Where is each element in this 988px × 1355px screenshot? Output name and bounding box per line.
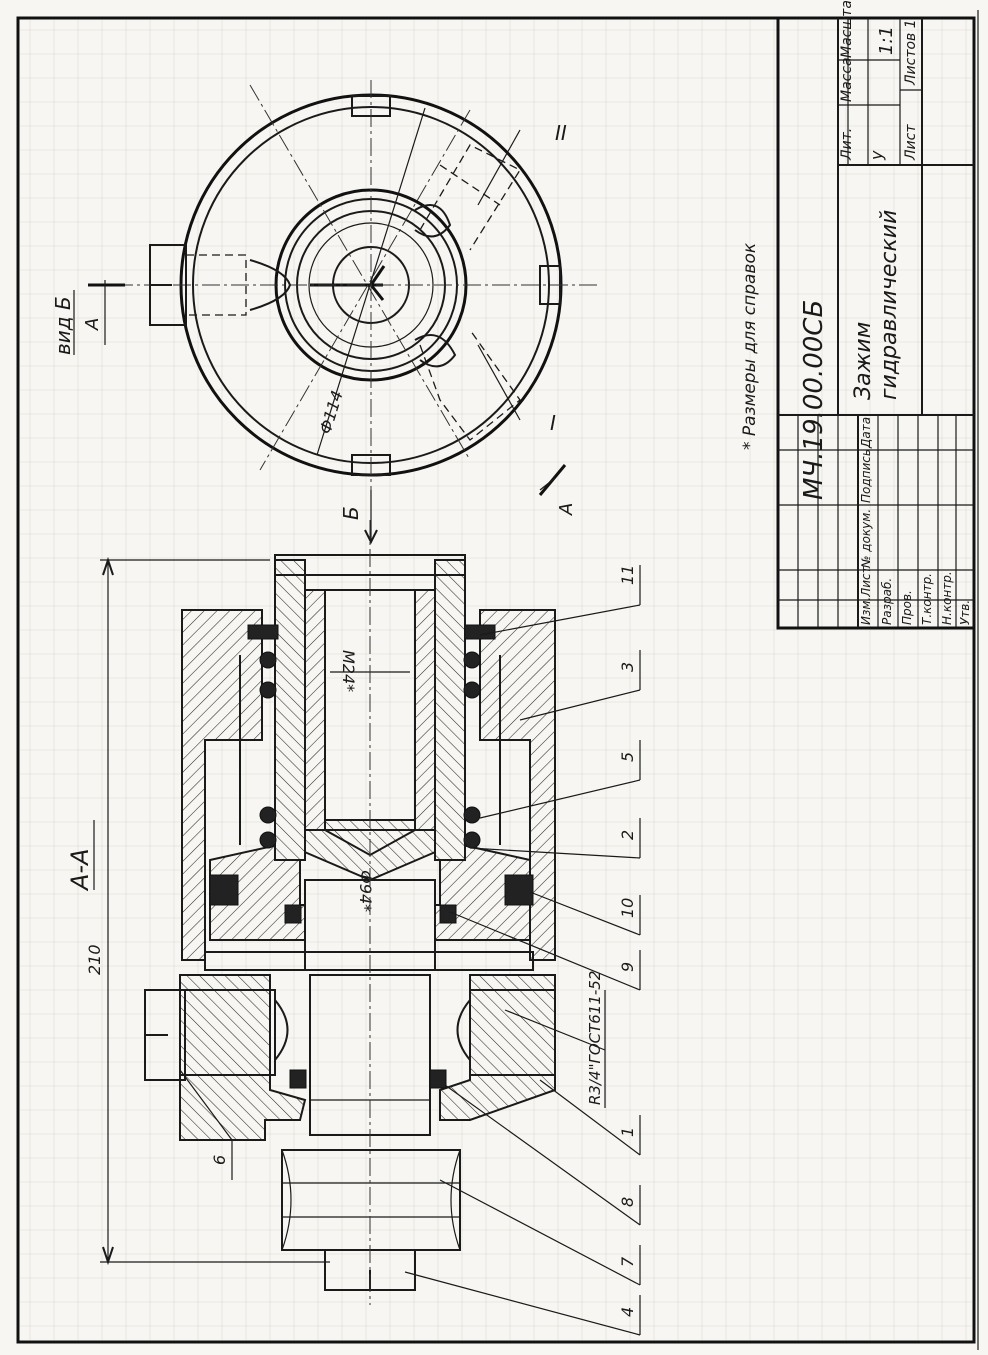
callout-11: 11 <box>618 565 637 585</box>
callout-1: 1 <box>618 1127 637 1137</box>
section-a-a: М24* Ф94* <box>144 520 556 1305</box>
callout-10: 10 <box>618 898 637 918</box>
dimension-210: 210 <box>85 556 330 1266</box>
role-norm-control: Н.контр. <box>940 571 954 625</box>
drawing-number: МЧ.19.00.00СБ <box>799 300 829 500</box>
callout-5: 5 <box>618 752 637 762</box>
header-sheets: Листов 1 <box>903 19 919 86</box>
section-label: А-А <box>66 849 94 893</box>
sheet-frame <box>16 16 976 1344</box>
title-line-1: Зажим <box>851 322 876 400</box>
role-developer: Разраб. <box>880 578 894 625</box>
title-block: МЧ.19.00.00СБ Зажим гидравлический Лит. … <box>776 0 976 630</box>
header-sheet: Лист <box>903 124 919 161</box>
stamp-col-4: Дата <box>859 417 873 449</box>
callout-2: 2 <box>618 830 637 840</box>
stamp-col-3: Подпись <box>859 449 873 503</box>
cut-label-a-bottom: А <box>556 503 577 516</box>
role-checker: Пров. <box>900 590 914 625</box>
view-b-label: вид Б <box>51 296 75 355</box>
bore-label-1: I <box>550 411 556 435</box>
cut-label-a-top: А <box>82 318 103 331</box>
callout-9: 9 <box>618 962 637 972</box>
callout-4: 4 <box>618 1307 637 1317</box>
reference-note: * Размеры для справок <box>740 242 760 450</box>
header-mass: Масса <box>839 57 855 102</box>
cut-label-b: Б <box>339 506 363 520</box>
letter-value: у <box>867 150 886 161</box>
end-view-b: Ф114 II I <box>115 80 600 540</box>
role-approved: Утв. <box>958 600 972 625</box>
dim-overall-length: 210 <box>85 944 104 975</box>
bore-label-2: II <box>555 121 567 145</box>
stamp-grid <box>778 415 974 628</box>
header-lit: Лит. <box>839 128 855 161</box>
dim-thread-port: R3/4"ГОСТ611-52 <box>586 971 604 1105</box>
springs <box>247 624 496 849</box>
callout-7: 7 <box>618 1256 637 1267</box>
callouts: 11 3 5 2 10 9 1 8 7 4 6 <box>179 565 641 1336</box>
callout-6: 6 <box>210 1155 229 1165</box>
callout-8: 8 <box>618 1197 637 1207</box>
dim-thread-inner: М24* <box>339 650 358 692</box>
dim-piston-diameter: Ф94* <box>356 870 375 912</box>
stamp-col-2: № докум. <box>859 509 873 569</box>
header-scale: Масштаб <box>839 0 855 58</box>
title-line-2: гидравлический <box>877 210 902 400</box>
stamp-col-1: Изм.Лист <box>859 565 873 625</box>
callout-3: 3 <box>618 662 637 672</box>
scale-value: 1:1 <box>876 26 897 55</box>
role-tech-control: Т.контр. <box>920 573 934 625</box>
